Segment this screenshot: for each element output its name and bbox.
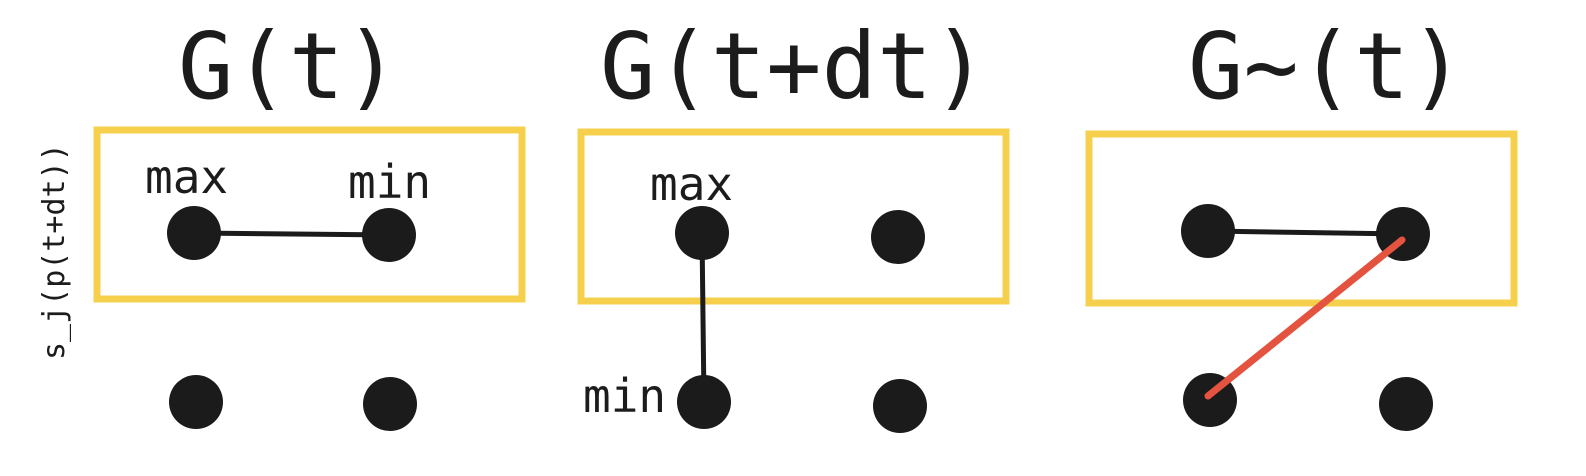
min-label: min <box>348 155 431 209</box>
panel-g-t: G(t) max min <box>93 13 526 431</box>
graph-node <box>871 210 925 264</box>
max-label: max <box>650 157 733 211</box>
box-region <box>93 126 526 303</box>
graph-node <box>167 206 221 260</box>
panel-g-tilde-t: G~(t) <box>1085 13 1518 431</box>
min-label: min <box>583 369 666 423</box>
highlighted-edge-overlay <box>1204 236 1406 400</box>
graph-edge <box>699 232 707 403</box>
graph-node <box>1181 204 1235 258</box>
panel-title: G~(t) <box>1188 13 1465 120</box>
side-axis-label: s_j(p(t+dt)) <box>37 143 72 360</box>
max-label: max <box>145 150 228 204</box>
panel-title: G(t+dt) <box>600 13 988 120</box>
graph-node <box>675 206 729 260</box>
box-region <box>1085 130 1518 307</box>
box-region <box>577 128 1010 305</box>
graph-node <box>362 208 416 262</box>
graph-node <box>677 375 731 429</box>
graph-edge <box>1207 228 1404 237</box>
panel-g-t-dt: G(t+dt) max min <box>577 13 1010 433</box>
graph-node <box>169 375 223 429</box>
graph-node <box>873 379 927 433</box>
panel-title: G(t) <box>178 13 400 120</box>
graph-node <box>363 377 417 431</box>
graph-node <box>1379 377 1433 431</box>
graph-edge <box>193 230 390 238</box>
